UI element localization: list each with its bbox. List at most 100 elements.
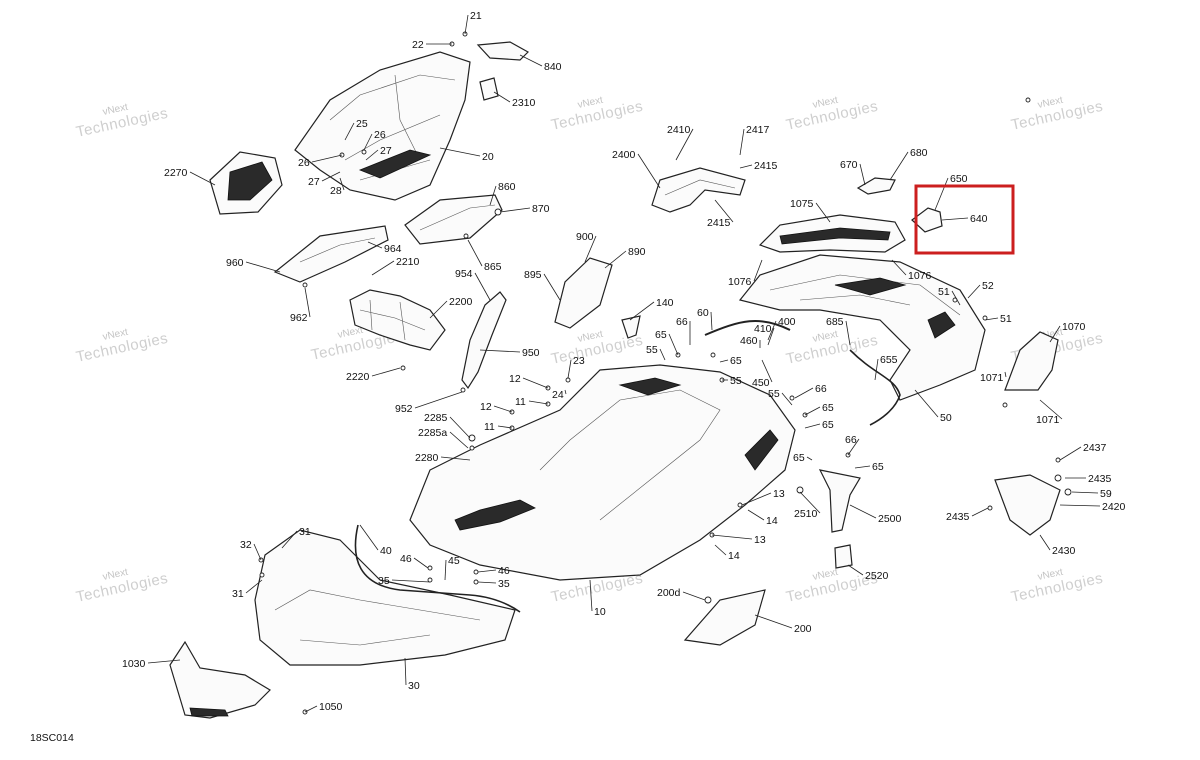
callout-32[interactable]: 32 xyxy=(240,539,252,551)
callout-2270[interactable]: 2270 xyxy=(164,167,188,179)
part-2420[interactable] xyxy=(994,474,1061,536)
callout-12b[interactable]: 12 xyxy=(480,401,492,413)
part-2520[interactable] xyxy=(834,544,853,569)
callout-28[interactable]: 28 xyxy=(330,185,342,197)
callout-66b[interactable]: 66 xyxy=(815,383,827,395)
callout-51a[interactable]: 51 xyxy=(938,286,950,298)
fastener-2285a[interactable] xyxy=(469,445,475,451)
callout-55b[interactable]: 55 xyxy=(730,375,742,387)
fastener-35a[interactable] xyxy=(427,577,433,583)
callout-65c[interactable]: 65 xyxy=(822,402,834,414)
callout-2415a[interactable]: 2415 xyxy=(754,160,778,172)
callout-2285a[interactable]: 2285a xyxy=(418,427,447,439)
callout-1070[interactable]: 1070 xyxy=(1062,321,1086,333)
callout-31a[interactable]: 31 xyxy=(299,526,311,538)
callout-11b[interactable]: 11 xyxy=(484,421,495,433)
fastener-66a[interactable] xyxy=(710,352,716,358)
part-655[interactable] xyxy=(849,349,901,426)
callout-960[interactable]: 960 xyxy=(226,257,244,269)
callout-65a[interactable]: 65 xyxy=(655,329,667,341)
callout-2285[interactable]: 2285 xyxy=(424,412,448,424)
part-890[interactable] xyxy=(554,257,613,329)
callout-2420[interactable]: 2420 xyxy=(1102,501,1126,513)
callout-26a[interactable]: 26 xyxy=(298,157,310,169)
callout-140[interactable]: 140 xyxy=(656,297,674,309)
callout-14b[interactable]: 14 xyxy=(728,550,740,562)
callout-2410[interactable]: 2410 xyxy=(667,124,691,136)
callout-410[interactable]: 410 xyxy=(754,323,772,335)
callout-890[interactable]: 890 xyxy=(628,246,646,258)
fastener-46a[interactable] xyxy=(427,565,433,571)
part-960[interactable] xyxy=(273,225,389,283)
callout-895[interactable]: 895 xyxy=(524,269,542,281)
callout-670[interactable]: 670 xyxy=(840,159,858,171)
fastener-962[interactable] xyxy=(302,282,308,288)
callout-1071a[interactable]: 1071 xyxy=(980,372,1004,384)
callout-27b[interactable]: 27 xyxy=(380,145,392,157)
fastener-12b[interactable] xyxy=(509,409,515,415)
callout-13a[interactable]: 13 xyxy=(773,488,785,500)
callout-35a[interactable]: 35 xyxy=(378,575,390,587)
callout-46a[interactable]: 46 xyxy=(400,553,412,565)
callout-20[interactable]: 20 xyxy=(482,151,494,163)
callout-2435b[interactable]: 2435 xyxy=(946,511,970,523)
callout-680[interactable]: 680 xyxy=(910,147,928,159)
callout-51b[interactable]: 51 xyxy=(1000,313,1012,325)
fastener-1071a[interactable] xyxy=(1002,402,1008,408)
part-2400[interactable] xyxy=(651,167,746,213)
callout-2430[interactable]: 2430 xyxy=(1052,545,1076,557)
part-950[interactable] xyxy=(461,291,507,390)
callout-1030[interactable]: 1030 xyxy=(122,658,146,670)
callout-13b[interactable]: 13 xyxy=(754,534,766,546)
fastener-26b[interactable] xyxy=(361,149,367,155)
callout-1076a[interactable]: 1076 xyxy=(728,276,752,288)
callout-2437[interactable]: 2437 xyxy=(1083,442,1107,454)
fastener-13a[interactable] xyxy=(737,502,743,508)
callout-685[interactable]: 685 xyxy=(826,316,844,328)
part-60[interactable] xyxy=(704,319,791,336)
callout-22[interactable]: 22 xyxy=(412,39,424,51)
part-2500[interactable] xyxy=(818,469,861,533)
callout-25[interactable]: 25 xyxy=(356,118,368,130)
fastener-865[interactable] xyxy=(463,233,469,239)
part-30[interactable] xyxy=(254,529,516,666)
fastener-952[interactable] xyxy=(460,387,466,393)
part-860[interactable] xyxy=(404,194,503,245)
part-1070[interactable] xyxy=(1004,331,1059,391)
callout-65f[interactable]: 65 xyxy=(872,461,884,473)
callout-865[interactable]: 865 xyxy=(484,261,502,273)
callout-962[interactable]: 962 xyxy=(290,312,308,324)
fastener-2435b[interactable] xyxy=(987,505,993,511)
callout-52[interactable]: 52 xyxy=(982,280,994,292)
part-10[interactable] xyxy=(409,364,796,581)
callout-46b[interactable]: 46 xyxy=(498,565,510,577)
callout-650[interactable]: 650 xyxy=(950,173,968,185)
callout-10[interactable]: 10 xyxy=(594,606,606,618)
callout-952[interactable]: 952 xyxy=(395,403,413,415)
callout-2435a[interactable]: 2435 xyxy=(1088,473,1112,485)
callout-2310[interactable]: 2310 xyxy=(512,97,536,109)
part-20[interactable] xyxy=(294,51,471,201)
callout-900[interactable]: 900 xyxy=(576,231,594,243)
callout-2417[interactable]: 2417 xyxy=(746,124,770,136)
fastener-59[interactable] xyxy=(1064,488,1072,496)
part-2200[interactable] xyxy=(349,289,446,351)
callout-31b[interactable]: 31 xyxy=(232,588,244,600)
callout-954[interactable]: 954 xyxy=(455,268,473,280)
callout-964[interactable]: 964 xyxy=(384,243,402,255)
callout-1050[interactable]: 1050 xyxy=(319,701,343,713)
callout-200[interactable]: 200 xyxy=(794,623,812,635)
callout-30[interactable]: 30 xyxy=(408,680,420,692)
callout-55a[interactable]: 55 xyxy=(646,344,658,356)
callout-840[interactable]: 840 xyxy=(544,61,562,73)
callout-50[interactable]: 50 xyxy=(940,412,952,424)
callout-870[interactable]: 870 xyxy=(532,203,550,215)
callout-2280[interactable]: 2280 xyxy=(415,452,439,464)
callout-27a[interactable]: 27 xyxy=(308,176,320,188)
callout-1076b[interactable]: 1076 xyxy=(908,270,932,282)
callout-45[interactable]: 45 xyxy=(448,555,460,567)
fastener-2220[interactable] xyxy=(400,365,406,371)
callout-35b[interactable]: 35 xyxy=(498,578,510,590)
fastener-46b[interactable] xyxy=(473,569,479,575)
callout-66a[interactable]: 66 xyxy=(676,316,688,328)
